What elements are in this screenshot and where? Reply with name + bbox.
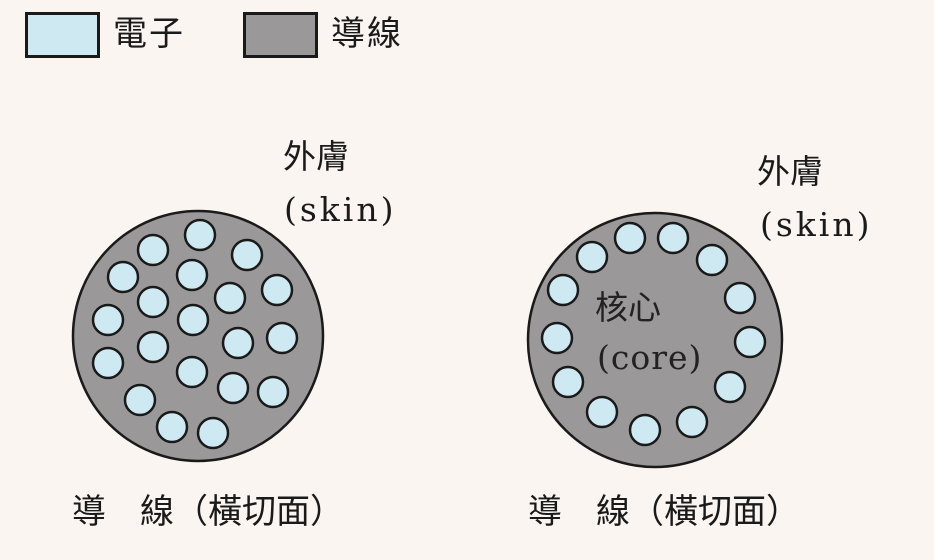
skin-label-right-zh: 外膚 (757, 152, 823, 191)
wire-skin-effect (526, 211, 784, 469)
core-label-zh: 核心 (595, 288, 661, 327)
caption-right: 導 線（橫切面） (528, 492, 800, 532)
skin-label-right-en: (skin) (760, 205, 873, 244)
legend-label-electron: 電子 (113, 14, 185, 54)
electron (175, 355, 209, 389)
electron (546, 273, 580, 307)
electron (656, 221, 690, 255)
electron (136, 330, 170, 364)
electron (256, 375, 290, 409)
electron (196, 416, 230, 450)
electron (628, 413, 662, 447)
electron (213, 281, 247, 315)
electron (136, 285, 170, 319)
skin-label-left-zh: 外膚 (283, 137, 349, 176)
electron (733, 325, 767, 359)
electron (230, 238, 264, 272)
electron (540, 321, 574, 355)
electron (723, 281, 757, 315)
electron (136, 233, 170, 267)
electron (183, 218, 217, 252)
wire-uniform (71, 209, 325, 463)
caption-left: 導 線（橫切面） (72, 492, 344, 532)
legend-swatch-wire (243, 12, 318, 58)
electron (265, 321, 299, 355)
electron (713, 370, 747, 404)
electron (91, 346, 125, 380)
electron (675, 405, 709, 439)
electron (575, 240, 609, 274)
electron (613, 221, 647, 255)
electron (216, 371, 250, 405)
legend-label-wire: 導線 (331, 14, 403, 54)
electron (91, 303, 125, 337)
electron (155, 410, 189, 444)
skin-label-left-en: (skin) (284, 190, 397, 229)
core-label-en: (core) (597, 338, 703, 377)
electron (175, 258, 209, 292)
electron (123, 383, 157, 417)
legend-swatch-electron (25, 12, 100, 58)
electron (695, 243, 729, 277)
electron (106, 260, 140, 294)
electron (221, 326, 255, 360)
electron (260, 273, 294, 307)
electron (585, 395, 619, 429)
electron (176, 303, 210, 337)
electron (551, 365, 585, 399)
